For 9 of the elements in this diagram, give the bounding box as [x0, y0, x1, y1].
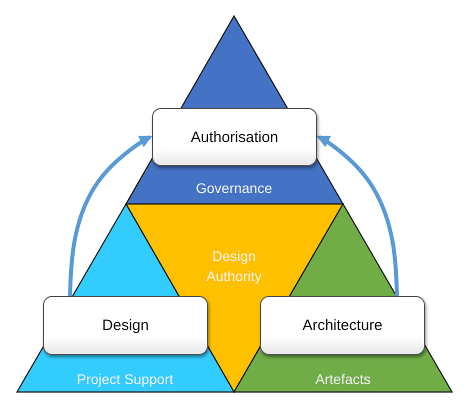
box-label: Design — [102, 317, 149, 334]
section-label: Governance — [194, 179, 274, 198]
section-label: Artefacts — [314, 370, 372, 389]
box-label: Architecture — [302, 317, 383, 334]
arrow — [68, 135, 152, 296]
section-label: Project Support — [76, 370, 174, 389]
arrow — [316, 135, 399, 296]
box-label: Authorisation — [190, 128, 278, 146]
section-label: Design Authority — [205, 247, 263, 286]
